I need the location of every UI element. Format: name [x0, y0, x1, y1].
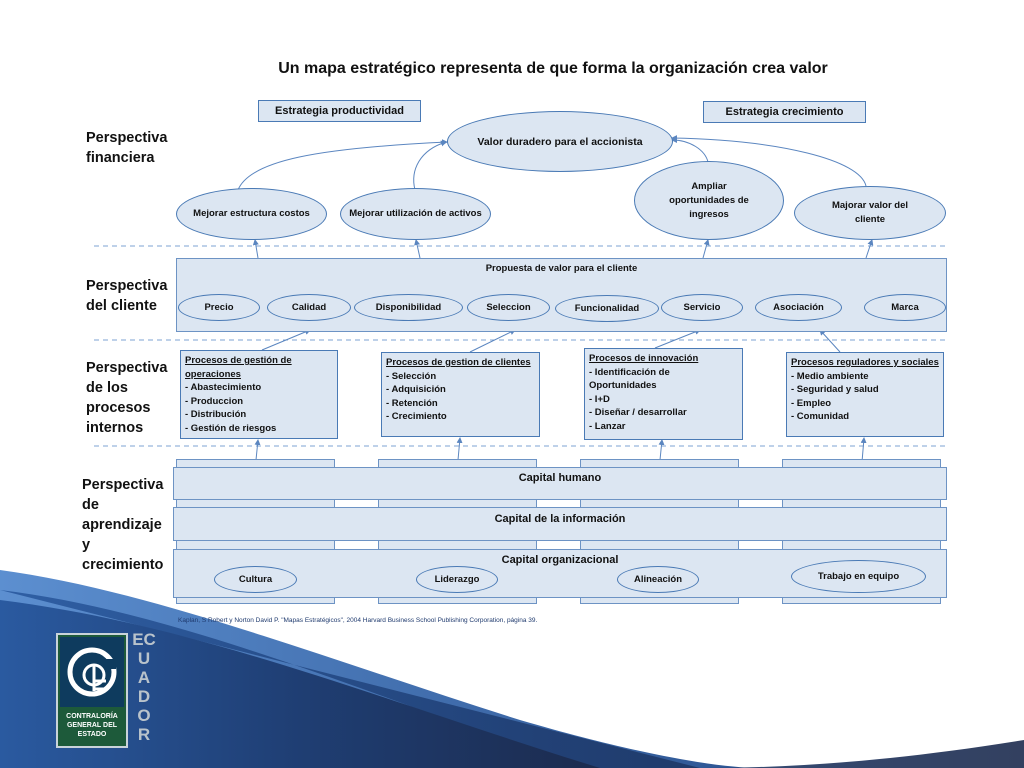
process-heading: Procesos de innovación — [589, 353, 699, 364]
customer-value-heading: Propuesta de valor para el cliente — [485, 263, 638, 274]
process-item: - Distribución — [185, 409, 247, 420]
process-box-regulatory: Procesos reguladores y sociales - Medio … — [786, 352, 944, 437]
capital-human-band: Capital humano — [173, 467, 947, 500]
customer-item-marca: Marca — [864, 294, 946, 321]
process-heading: Procesos de gestion de clientes — [386, 357, 531, 368]
process-item: - Adquisición — [386, 384, 446, 395]
process-heading: Procesos reguladores y sociales — [791, 357, 939, 368]
customer-item-seleccion: Seleccion — [467, 294, 550, 321]
page-title: Un mapa estratégico representa de que fo… — [278, 60, 828, 77]
perspective-customer-label: Perspectiva del cliente — [86, 278, 168, 314]
org-item-cultura: Cultura — [214, 566, 297, 593]
financial-node-1: Mejorar estructura costos — [176, 188, 327, 240]
shareholder-value-node: Valor duradero para el accionista — [447, 111, 673, 172]
customer-item-calidad: Calidad — [267, 294, 351, 321]
financial-node-2: Mejorar utilización de activos — [340, 188, 491, 240]
customer-item-funcionalidad: Funcionalidad — [555, 295, 659, 322]
customer-item-servicio: Servicio — [661, 294, 743, 321]
process-item: - Seguridad y salud — [791, 384, 879, 395]
process-heading: Procesos de gestión de operaciones — [185, 355, 292, 380]
process-item: - Lanzar — [589, 420, 626, 432]
citation: Kaplan, S Robert y Norton David P. "Mapa… — [178, 617, 538, 624]
perspective-internal-label: Perspectiva de los procesos internos — [86, 360, 168, 436]
capital-information-band: Capital de la información — [173, 507, 947, 541]
strategy-growth-tag: Estrategia crecimiento — [703, 101, 866, 123]
process-box-innovation: Procesos de innovación - Identificación … — [584, 348, 743, 440]
process-item: - Retención — [386, 397, 438, 409]
customer-item-precio: Precio — [178, 294, 260, 321]
process-item: - Empleo — [791, 397, 832, 409]
org-item-liderazgo: Liderazgo — [416, 566, 498, 593]
org-item-alineacion: Alineación — [617, 566, 699, 593]
process-box-customers: Procesos de gestion de clientes - Selecc… — [381, 352, 540, 437]
process-item: - Medio ambiente — [791, 370, 869, 382]
strategy-productivity-tag: Estrategia productividad — [258, 100, 421, 122]
process-item: - Crecimiento — [386, 411, 447, 422]
org-item-trabajo-en-equipo: Trabajo en equipo — [791, 560, 926, 593]
logo-org-name: CONTRALORÍA GENERAL DEL ESTADO — [66, 713, 118, 738]
process-item: - I+D — [589, 393, 610, 405]
logo-country: ECUADOR — [132, 630, 156, 744]
financial-node-3: Ampliar oportunidades de ingresos — [634, 161, 784, 240]
process-box-operations: Procesos de gestión de operaciones - Aba… — [180, 350, 338, 439]
process-item: - Diseñar / desarrollar — [589, 407, 687, 418]
process-item: - Identificación de Oportunidades — [589, 366, 670, 392]
perspective-learning-label: Perspectiva de aprendizaje y crecimiento — [82, 477, 164, 573]
process-item: - Comunidad — [791, 411, 850, 422]
process-item: - Abastecimiento — [185, 382, 262, 393]
process-item: - Gestión de riesgos — [185, 422, 277, 434]
perspective-financial-label: Perspectiva financiera — [86, 130, 168, 166]
financial-node-4: Majorar valor del cliente — [794, 186, 946, 240]
logo-monogram-icon — [67, 647, 117, 697]
customer-item-asociacion: Asociación — [755, 294, 842, 321]
process-item: - Produccion — [185, 395, 244, 407]
process-item: - Selección — [386, 370, 437, 382]
customer-item-disponibilidad: Disponibilidad — [354, 294, 463, 321]
